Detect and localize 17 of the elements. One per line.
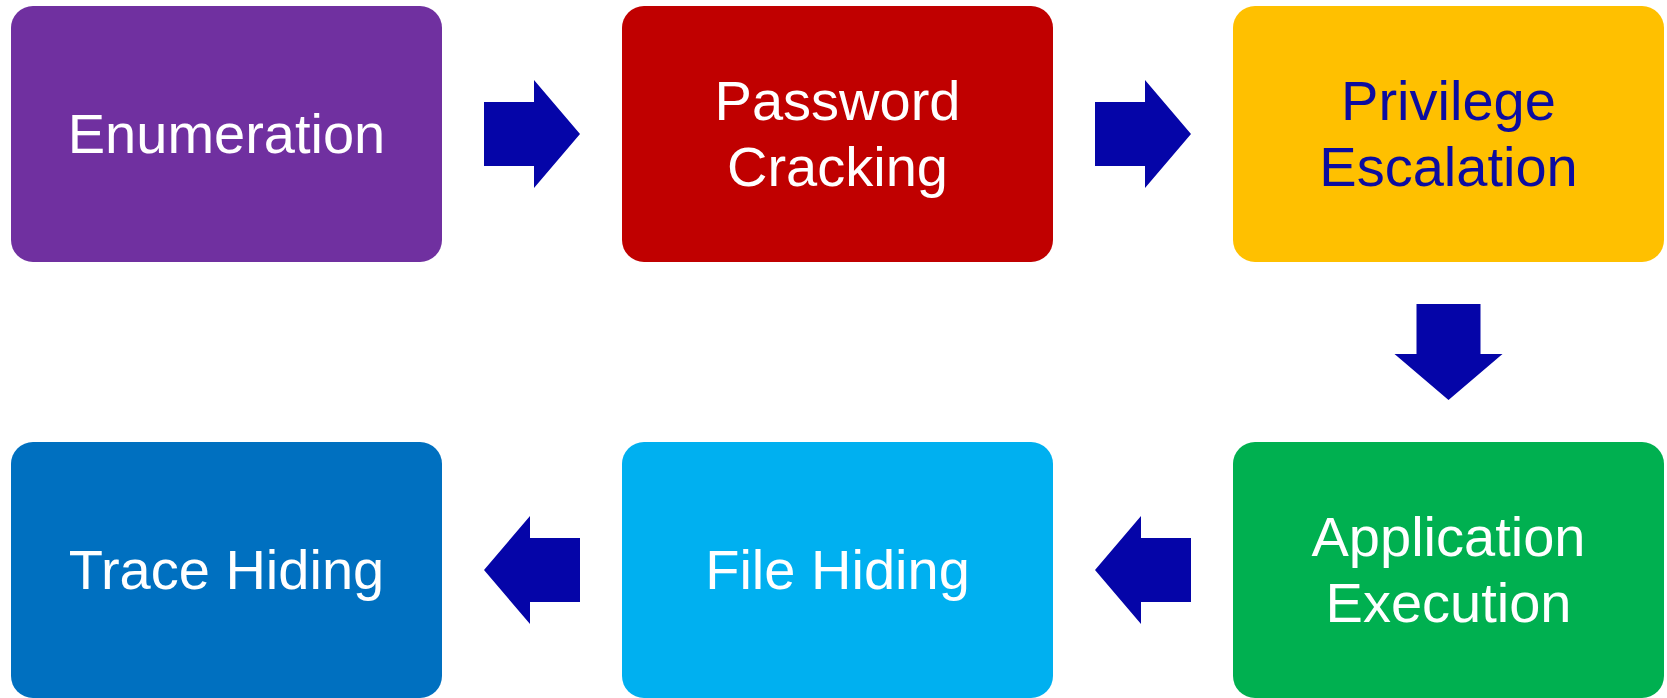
box-label: Password Cracking <box>713 68 962 200</box>
block-arrow <box>1394 304 1503 400</box>
process-box <box>11 6 442 262</box>
block-arrow <box>1095 516 1191 624</box>
process-box <box>1233 6 1664 262</box>
box-label: Enumeration <box>67 101 386 167</box>
block-arrow <box>1095 80 1191 188</box>
process-box <box>622 6 1053 262</box>
process-box <box>1233 442 1664 698</box>
box-label: Application Execution <box>1310 504 1587 636</box>
block-arrow <box>484 516 580 624</box>
block-arrow <box>484 80 580 188</box>
box-label: File Hiding <box>705 537 970 603</box>
process-box <box>11 442 442 698</box>
box-label: Privilege Escalation <box>1318 68 1579 200</box>
box-label: Trace Hiding <box>68 537 385 603</box>
process-box <box>622 442 1053 698</box>
